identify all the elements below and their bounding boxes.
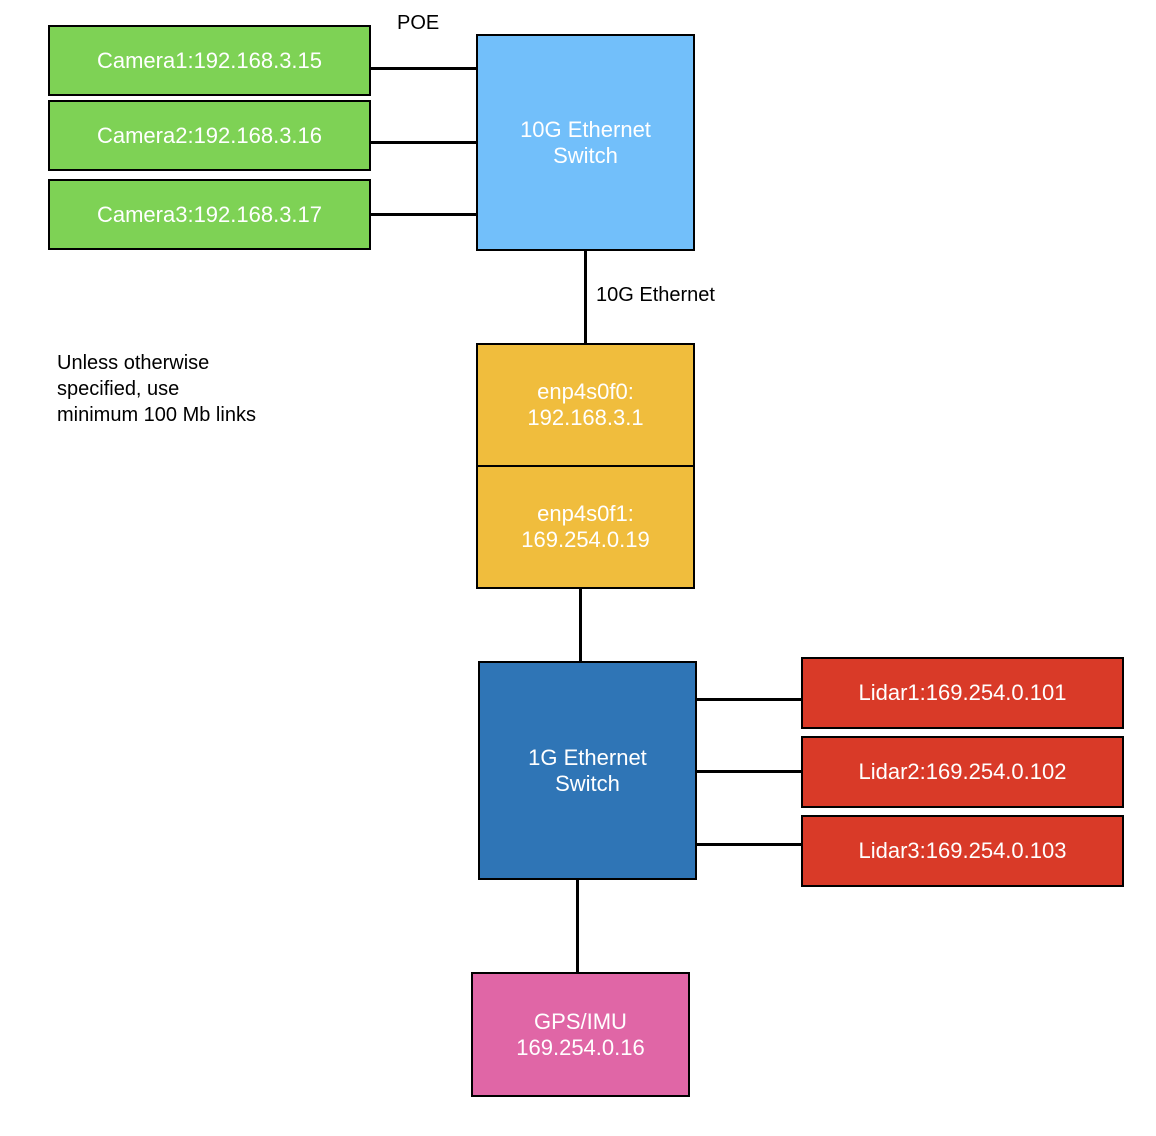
lidar2-connector — [697, 770, 801, 773]
camera3-connector — [371, 213, 476, 216]
link-note: Unless otherwise specified, use minimum … — [57, 352, 256, 426]
lidar1-node: Lidar1:169.254.0.101 — [801, 657, 1124, 729]
nic-switch1g-connector — [579, 589, 582, 661]
poe-label: POE — [397, 12, 440, 34]
lidar1-connector — [697, 698, 801, 701]
switch10g-nic-connector — [584, 251, 587, 343]
nic-enp4s0f1-node: enp4s0f1: 169.254.0.19 — [476, 465, 695, 589]
gps-imu-node: GPS/IMU 169.254.0.16 — [471, 972, 690, 1097]
lidar3-connector — [697, 843, 801, 846]
link-10g-label: 10G Ethernet — [596, 284, 715, 306]
lidar2-node: Lidar2:169.254.0.102 — [801, 736, 1124, 808]
camera2-connector — [371, 141, 476, 144]
camera1-node: Camera1:192.168.3.15 — [48, 25, 371, 96]
lidar3-node: Lidar3:169.254.0.103 — [801, 815, 1124, 887]
camera3-node: Camera3:192.168.3.17 — [48, 179, 371, 250]
camera2-node: Camera2:192.168.3.16 — [48, 100, 371, 171]
nic-enp4s0f0-node: enp4s0f0: 192.168.3.1 — [476, 343, 695, 467]
switch1g-gps-connector — [576, 880, 579, 972]
switch-1g-node: 1G Ethernet Switch — [478, 661, 697, 880]
camera1-connector — [371, 67, 476, 70]
switch-10g-node: 10G Ethernet Switch — [476, 34, 695, 251]
